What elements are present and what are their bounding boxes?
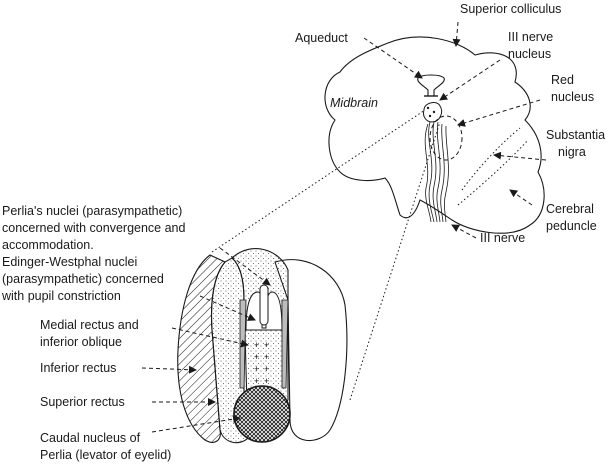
caudal-nucleus-circle — [233, 385, 291, 443]
label-perlia: accommodation. — [2, 238, 94, 252]
label-cerebral-peduncle: peduncle — [546, 219, 597, 233]
label-iii-nerve-nucleus: nucleus — [508, 47, 551, 61]
svg-text:+: + — [264, 352, 269, 362]
midbrain-outline — [324, 36, 545, 234]
label-caudal-nucleus: Perlia (levator of eyelid) — [40, 448, 171, 462]
label-edinger-westphal: Edinger-Westphal nuclei — [2, 255, 137, 269]
label-perlia: Perlia's nuclei (parasympathetic) — [2, 204, 182, 218]
label-caudal-nucleus: Caudal nucleus of — [40, 431, 141, 445]
label-inferior-rectus: Inferior rectus — [40, 361, 116, 375]
iii-nucleus-shape — [423, 102, 443, 123]
right-lobe — [274, 259, 348, 442]
iii-nerve-fibres — [424, 121, 449, 223]
connector-line — [211, 109, 426, 253]
label-edinger-westphal: (parasympathetic) concerned — [2, 272, 164, 286]
connector-line — [349, 121, 441, 401]
lateral-strip-right — [281, 299, 289, 389]
label-red-nucleus: nucleus — [551, 90, 594, 104]
label-iii-nerve: III nerve — [480, 231, 525, 245]
label-substantia-nigra: Substantia — [546, 128, 605, 142]
label-medial-rectus: inferior oblique — [40, 335, 122, 349]
svg-text:+: + — [254, 376, 259, 386]
label-midbrain: Midbrain — [330, 96, 378, 110]
svg-text:+: + — [254, 352, 259, 362]
svg-text:+: + — [264, 364, 269, 374]
svg-text:+: + — [254, 364, 259, 374]
label-red-nucleus: Red — [551, 73, 574, 87]
svg-text:+: + — [264, 340, 269, 350]
substantia-nigra-outline — [461, 127, 521, 191]
label-superior-rectus: Superior rectus — [40, 395, 125, 409]
label-cerebral-peduncle: Cerebral — [546, 202, 594, 216]
label-edinger-westphal: with pupil constriction — [1, 289, 121, 303]
red-nucleus-outline — [429, 115, 463, 161]
perlia-nucleus — [259, 284, 269, 326]
iii-nucleus-dot — [432, 110, 436, 114]
label-superior-colliculus: Superior colliculus — [460, 2, 561, 16]
aqueduct-shape — [417, 74, 445, 97]
label-perlia: concerned with convergence and — [2, 221, 186, 235]
label-medial-rectus: Medial rectus and — [40, 318, 139, 332]
label-aqueduct: Aqueduct — [295, 31, 348, 45]
label-iii-nerve-nucleus: III nerve — [508, 30, 553, 44]
svg-text:+: + — [264, 376, 269, 386]
label-substantia-nigra: nigra — [558, 145, 586, 159]
iii-nucleus-dot — [426, 106, 430, 110]
iii-nucleus-dot — [428, 114, 432, 118]
substantia-nigra-outline-2 — [457, 139, 529, 206]
crosses: + + + + + + + + — [254, 340, 269, 386]
svg-text:+: + — [254, 340, 259, 350]
arrows — [141, 21, 547, 433]
